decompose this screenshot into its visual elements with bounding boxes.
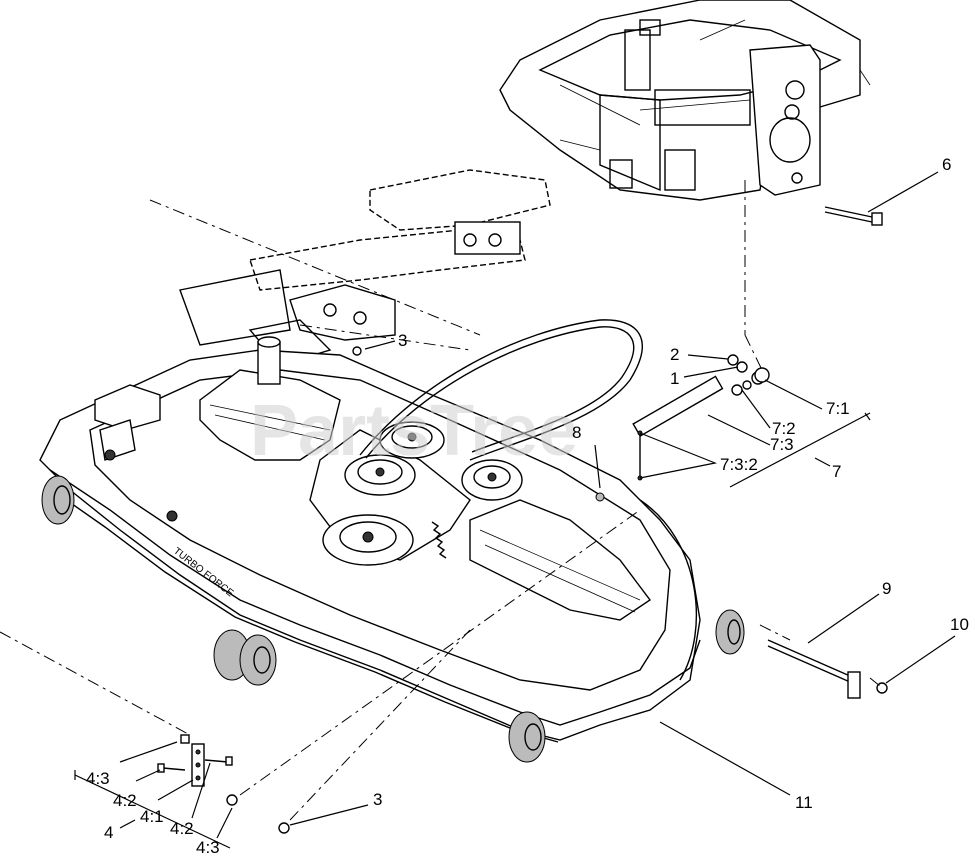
drive-belt [359, 319, 643, 461]
callout-4: 4 [104, 823, 113, 842]
callout-7-2: 7:2 [772, 419, 796, 438]
callout-7-1: 7:1 [826, 399, 850, 418]
part-3-nut-upper [352, 346, 362, 356]
pulley-large [322, 514, 414, 566]
callout-2: 2 [670, 345, 679, 364]
pulley-set [322, 421, 523, 566]
tension-spring [431, 521, 447, 559]
pulley-top [379, 421, 445, 459]
part-9-rod [767, 639, 861, 699]
callout-4-1: 4:1 [140, 807, 164, 826]
part-10-screw [876, 682, 888, 694]
pulley-left [344, 454, 416, 496]
callout-4-2-upper: 4:2 [113, 791, 137, 810]
part-3-nut-lower [278, 822, 290, 834]
callout-10: 10 [950, 615, 969, 634]
callout-9: 9 [882, 579, 891, 598]
callout-4-2-lower: 4:2 [170, 819, 194, 838]
callout-4-3-upper: 4:3 [86, 769, 110, 788]
callout-6: 6 [942, 155, 951, 174]
lift-linkage [179, 169, 551, 366]
part-6-bolt [824, 206, 883, 226]
callout-7-3: 7:3 [770, 435, 794, 454]
anti-scalp-tube [257, 336, 281, 385]
callout-3-lower: 3 [373, 790, 382, 809]
callout-3-upper: 3 [398, 331, 407, 350]
caster-wheels [41, 475, 745, 763]
callout-1: 1 [670, 369, 679, 388]
callout-8: 8 [572, 423, 581, 442]
callout-labels: 6 3 2 1 7:1 7:2 7:3 7:3:2 7 8 9 10 11 3 … [86, 155, 969, 857]
part-4-bracket [157, 734, 238, 806]
callout-11: 11 [795, 793, 813, 812]
callout-7: 7 [832, 462, 841, 481]
tractor-frame [499, 0, 871, 201]
callout-7-3-2: 7:3:2 [720, 455, 758, 474]
callout-4-3-lower: 4:3 [196, 838, 220, 857]
watermark: PartsTree [250, 391, 578, 471]
height-bracket-left [94, 384, 178, 522]
pulley-right [461, 459, 523, 501]
leader-lines [74, 171, 956, 849]
center-lines [0, 180, 881, 821]
